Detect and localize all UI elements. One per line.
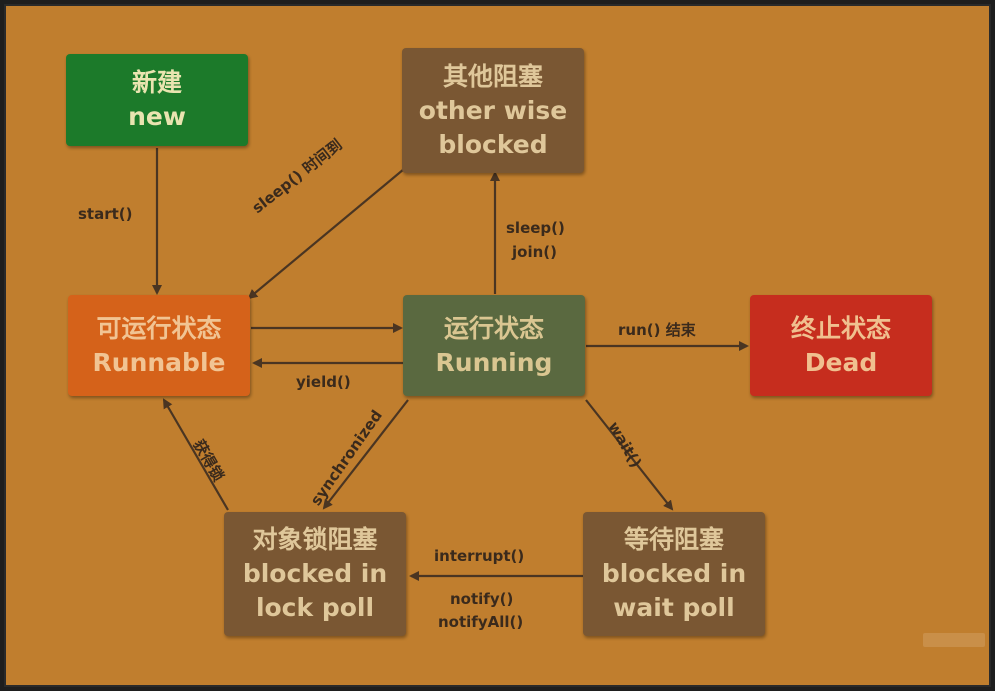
label-interrupt: interrupt()	[434, 547, 525, 565]
state-new: 新建 new	[66, 54, 248, 146]
label-notify-all: notifyAll()	[438, 613, 524, 631]
label-sleep: sleep()	[506, 219, 565, 237]
state-wait-blocked-zh: 等待阻塞	[623, 525, 724, 554]
watermark-blur	[923, 633, 985, 647]
arrow-running-to-lockblocked	[322, 399, 409, 510]
state-runnable: 可运行状态 Runnable	[68, 295, 250, 396]
label-yield: yield()	[296, 373, 351, 391]
state-new-zh: 新建	[131, 68, 182, 97]
state-running-zh: 运行状态	[443, 313, 544, 343]
state-runnable-en: Runnable	[92, 347, 226, 377]
state-dead-zh: 终止状态	[790, 313, 891, 343]
state-other-blocked-en2: blocked	[438, 129, 548, 159]
label-run-end: run() 结束	[618, 321, 696, 339]
state-lock-blocked-en1: blocked in	[242, 559, 388, 588]
arrow-lockblocked-to-runnable	[162, 398, 229, 511]
state-other-blocked-en1: other wise	[418, 95, 568, 125]
transition-arrows	[152, 148, 749, 581]
label-notify: notify()	[450, 590, 514, 608]
state-runnable-zh: 可运行状态	[96, 313, 222, 343]
state-other-blocked: 其他阻塞 other wise blocked	[402, 48, 584, 173]
state-running: 运行状态 Running	[403, 295, 585, 396]
label-join: join()	[512, 243, 557, 261]
state-dead: 终止状态 Dead	[750, 295, 932, 396]
arrow-otherblocked-to-runnable	[247, 168, 405, 300]
state-running-en: Running	[435, 347, 553, 377]
state-diagram-canvas: 新建 new 其他阻塞 other wise blocked 可运行状态 Run…	[4, 4, 991, 687]
state-new-en: new	[128, 102, 186, 131]
state-lock-blocked-en2: lock poll	[255, 593, 375, 622]
state-wait-blocked-en1: blocked in	[601, 559, 747, 588]
state-other-blocked-zh: 其他阻塞	[442, 61, 543, 91]
state-wait-blocked: 等待阻塞 blocked in wait poll	[583, 512, 765, 636]
state-lock-blocked: 对象锁阻塞 blocked in lock poll	[224, 512, 406, 636]
state-lock-blocked-zh: 对象锁阻塞	[252, 525, 378, 554]
label-start: start()	[78, 205, 133, 223]
state-dead-en: Dead	[804, 347, 878, 377]
arrow-running-to-waitblocked	[585, 399, 674, 511]
state-wait-blocked-en2: wait poll	[613, 593, 735, 622]
